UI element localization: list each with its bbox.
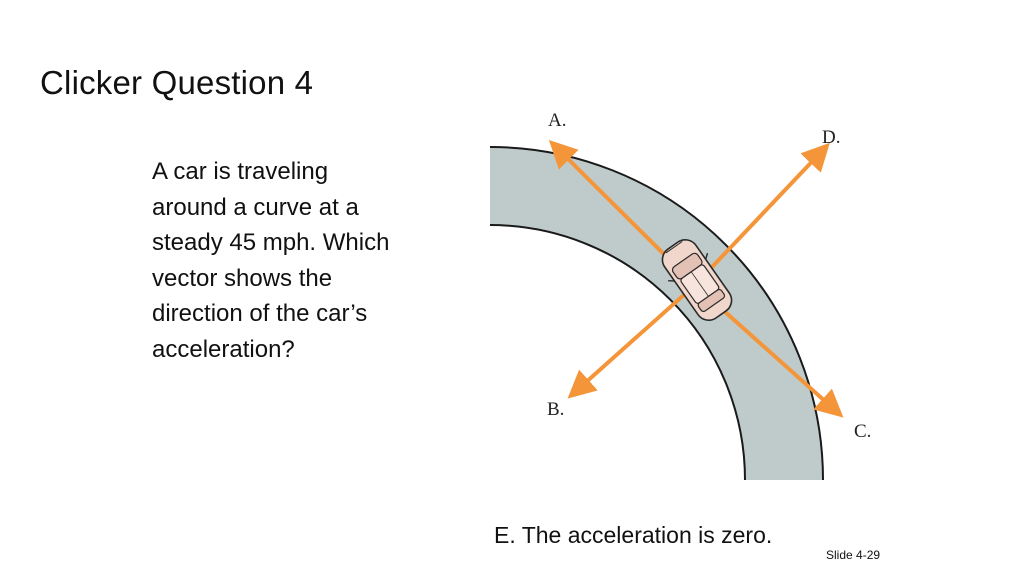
car-icon bbox=[661, 239, 733, 321]
label-a: A. bbox=[548, 110, 566, 131]
label-c: C. bbox=[854, 421, 871, 442]
question-line: direction of the car’s bbox=[152, 300, 368, 327]
question-line: acceleration? bbox=[152, 335, 295, 363]
vector-d-arrow bbox=[693, 142, 830, 287]
question-text: A car is traveling around a curve at a s… bbox=[152, 154, 462, 367]
vector-b-arrow bbox=[567, 283, 697, 399]
road-inner-edge bbox=[489, 224, 746, 481]
label-d: D. bbox=[822, 127, 840, 148]
question-line: around a curve at a bbox=[152, 193, 359, 221]
answer-e-text: E. The acceleration is zero. bbox=[494, 522, 773, 548]
question-line: A car is traveling bbox=[152, 158, 329, 185]
label-b: B. bbox=[547, 399, 564, 420]
curve-diagram: A. D. B. C. bbox=[489, 110, 871, 481]
slide-title: Clicker Question 4 bbox=[40, 64, 314, 101]
question-line: vector shows the bbox=[152, 264, 333, 292]
question-line: steady 45 mph. Which bbox=[152, 229, 390, 256]
slide-number: Slide 4-29 bbox=[826, 548, 881, 562]
curved-road bbox=[490, 147, 823, 480]
